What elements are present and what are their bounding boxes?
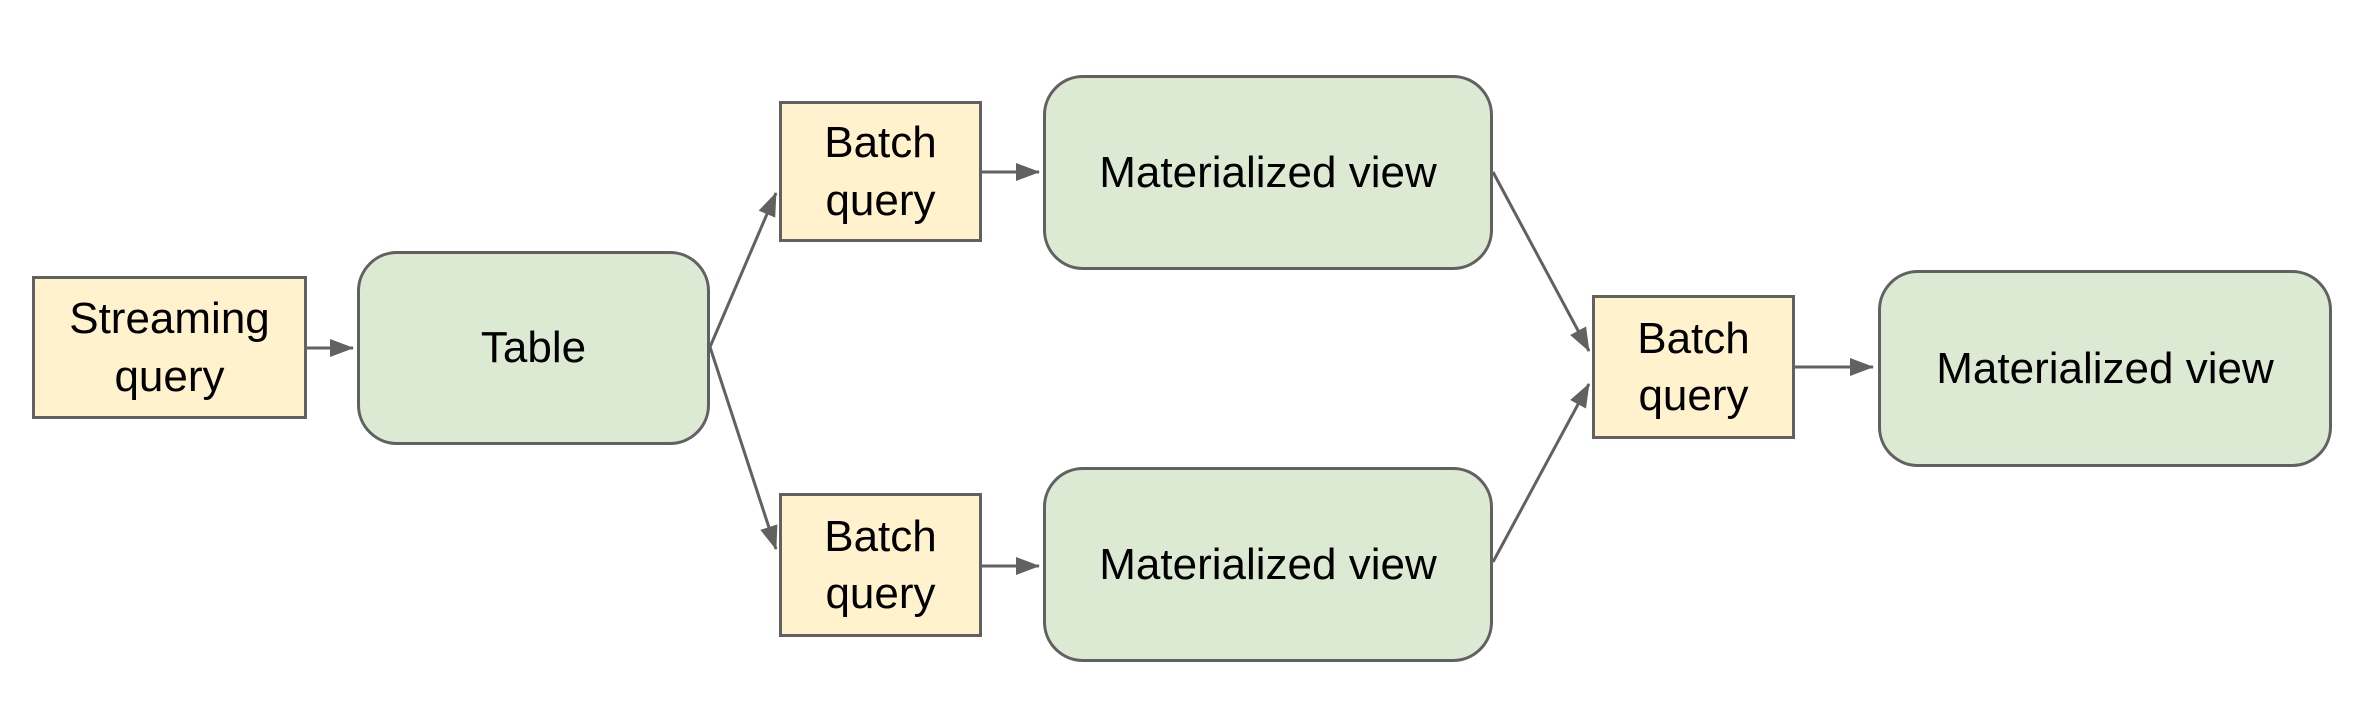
edge-materialized-view-bottom-to-batch-query-right [1491, 383, 1591, 563]
node-table-label: Table [480, 323, 587, 373]
node-materialized-view-bottom-label: Materialized view [1099, 539, 1437, 589]
node-table: Table [357, 251, 710, 445]
node-materialized-view-top-label: Materialized view [1099, 147, 1437, 197]
node-materialized-view-right-label: Materialized view [1936, 343, 2274, 393]
node-batch-query-right-label: Batch query [1637, 313, 1750, 420]
edge-table-to-batch-query-top [708, 192, 778, 348]
edge-table-to-batch-query-bottom [708, 346, 778, 550]
edge-materialized-view-top-to-batch-query-right [1491, 171, 1591, 352]
node-batch-query-bottom-label: Batch query [824, 511, 937, 618]
node-materialized-view-right: Materialized view [1878, 270, 2332, 467]
node-batch-query-bottom: Batch query [779, 493, 982, 637]
node-streaming-query-label: Streaming query [69, 294, 270, 401]
node-materialized-view-top: Materialized view [1043, 75, 1493, 270]
node-batch-query-top-label: Batch query [824, 118, 937, 225]
node-streaming-query: Streaming query [32, 276, 307, 419]
node-materialized-view-bottom: Materialized view [1043, 467, 1493, 662]
node-batch-query-top: Batch query [779, 101, 982, 242]
node-batch-query-right: Batch query [1592, 295, 1795, 439]
